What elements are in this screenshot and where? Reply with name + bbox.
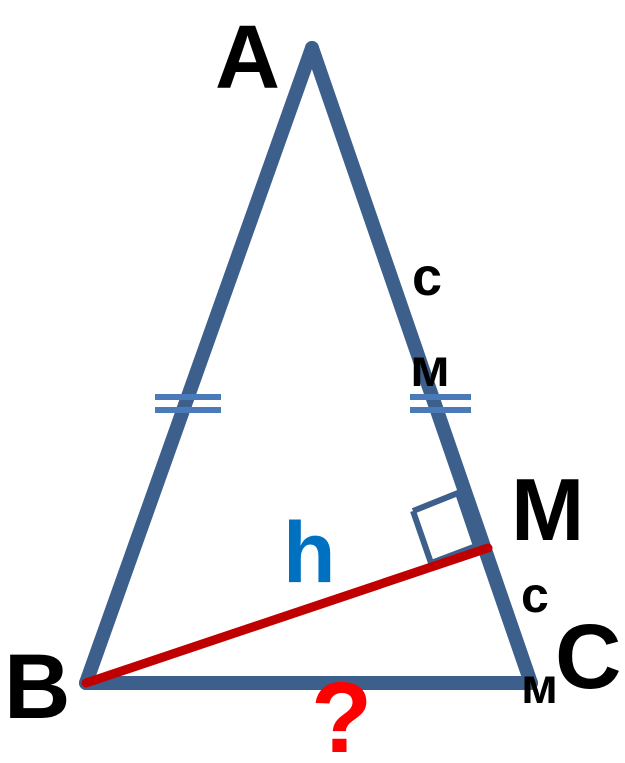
vertex-label-b: B — [4, 636, 70, 738]
segment-label-mc-m: м — [521, 658, 558, 714]
vertex-label-m: M — [511, 460, 584, 559]
segment-label-mc-c: c — [521, 567, 549, 623]
side-ab — [79, 41, 319, 690]
vertex-label-c: C — [555, 606, 621, 708]
side-ac — [305, 41, 538, 690]
segment-label-am-m: м — [410, 338, 450, 398]
equal-tick-ac — [410, 394, 471, 413]
height-label-h: h — [283, 505, 336, 601]
height-bm — [81, 543, 493, 688]
equal-tick-ab — [155, 394, 221, 413]
unknown-base-question-mark: ? — [311, 662, 372, 763]
segment-label-am-c: c — [412, 247, 442, 307]
right-angle-marker — [410, 489, 480, 567]
vertex-label-a: A — [215, 8, 280, 108]
